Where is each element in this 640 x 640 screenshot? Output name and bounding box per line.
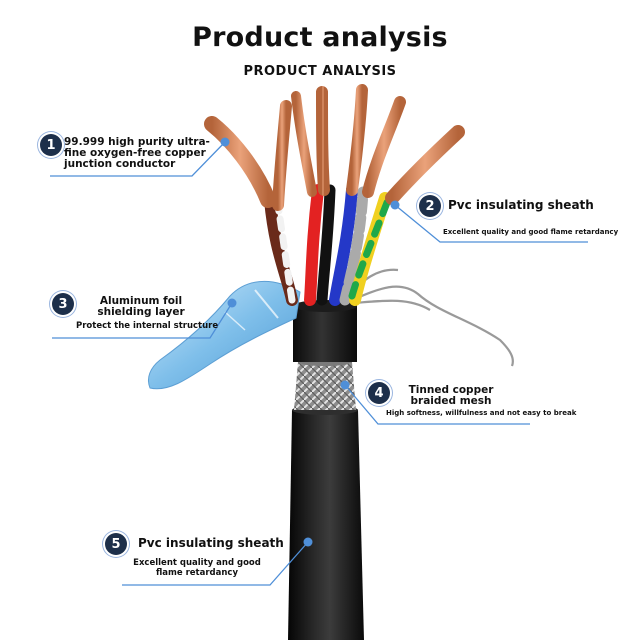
copper-conductors — [204, 84, 465, 211]
leader-line-2 — [394, 204, 588, 243]
callout-badge-2: 2 — [419, 195, 441, 217]
callout-detail-5: Excellent quality and good flame retarda… — [133, 558, 261, 578]
leader-dots — [220, 137, 400, 547]
insulated-wires — [264, 184, 392, 306]
callout-title-5: Pvc insulating sheath — [138, 536, 284, 550]
outer-jacket — [288, 405, 364, 640]
callout-badge-5: 5 — [105, 533, 127, 555]
braid-strands — [349, 268, 514, 367]
callout-title-4: Tinned copper braided mesh — [408, 384, 494, 407]
page-subtitle: PRODUCT ANALYSIS — [243, 64, 397, 79]
callout-badge-1: 1 — [40, 134, 62, 156]
callout-title-2: Pvc insulating sheath — [448, 198, 594, 212]
leader-lines — [50, 141, 588, 586]
leader-line-5 — [122, 541, 309, 586]
callout-badge-3: 3 — [52, 293, 74, 315]
inner-jacket — [293, 300, 357, 362]
callout-badge-4: 4 — [368, 382, 390, 404]
leader-line-4 — [344, 384, 530, 425]
callout-detail-3: Protect the internal structure — [76, 321, 219, 331]
leader-line-3 — [52, 302, 233, 339]
page-title: Product analysis — [192, 22, 448, 53]
aluminum-foil-layer — [147, 280, 301, 390]
callout-detail-4: High softness, willfulness and not easy … — [386, 409, 577, 417]
callout-title-3: Aluminum foil shielding layer — [97, 295, 185, 318]
leader-line-1 — [50, 141, 226, 177]
callout-detail-2: Excellent quality and good flame retarda… — [443, 228, 619, 236]
callout-title-1: 99.999 high purity ultra-fine oxygen-fre… — [64, 136, 210, 170]
